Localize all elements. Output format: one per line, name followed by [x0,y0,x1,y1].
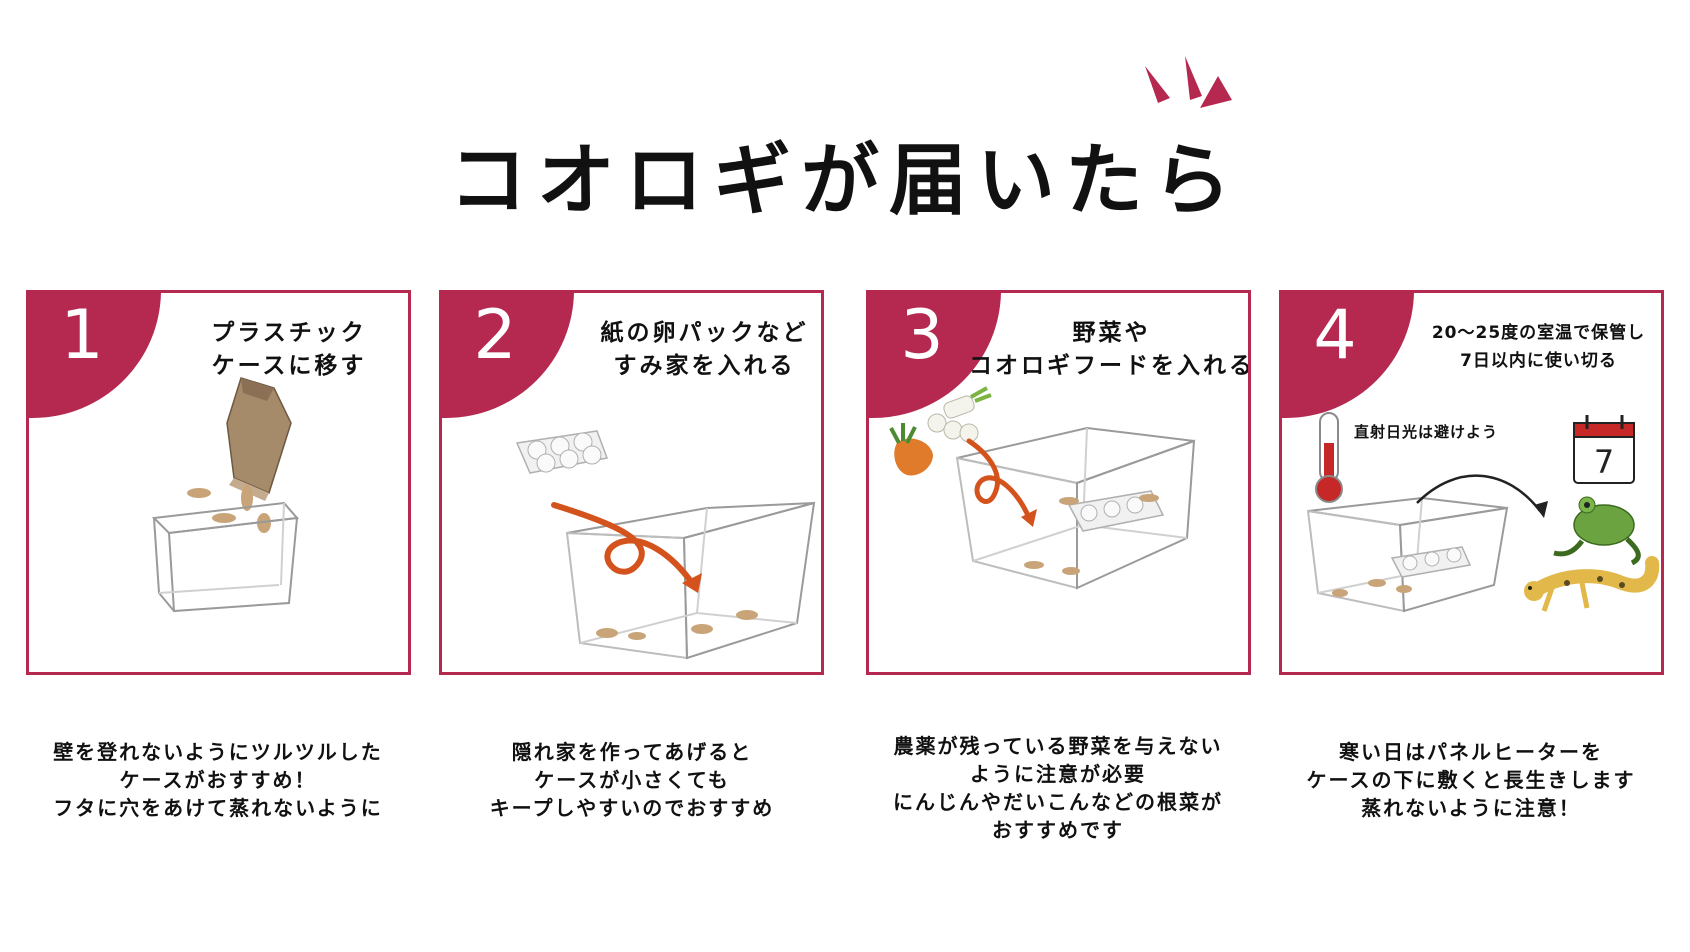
paper-bag-icon [226,377,292,501]
step-4-title: 20〜25度の室温で保管し 7日以内に使い切る [1410,319,1661,375]
step-1-title-line: プラスチック [211,320,367,346]
plastic-case-icon [151,501,299,613]
caption-line: ケースが小さくても [534,768,730,792]
step-4-illustration: 7 [1306,412,1660,613]
gecko-icon [1524,556,1660,612]
step-1-number: 1 [60,296,104,375]
step-2-title-line: すみ家を入れる [613,353,796,379]
plastic-case-icon [565,501,816,660]
caption-line: ケースがおすすめ！ [119,768,317,792]
step-3-badge: 3 [869,293,1001,418]
page-title: コオロギが届いたら [448,136,1241,226]
falling-cricket-icon [187,485,271,533]
daikon-icon [927,386,992,443]
calendar-icon: 7 [1573,415,1635,484]
step-3-illustration [889,386,1196,590]
caption-line: にんじんやだいこんなどの根菜が [893,790,1223,814]
step-1-illustration [151,377,299,613]
step-4-title-line: 7日以内に使い切る [1460,351,1617,371]
caption-line: 寒い日はパネルヒーターを [1339,740,1603,764]
step-3-caption: 農薬が残っている野菜を与えない ように注意が必要 にんじんやだいこんなどの根菜が… [843,732,1273,844]
cricket-icon [596,610,758,640]
step-2-number: 2 [473,296,517,375]
caption-line: フタに穴をあけて蒸れないように [53,796,383,820]
step-1-caption: 壁を登れないようにツルツルした ケースがおすすめ！ フタに穴をあけて蒸れないよう… [3,738,433,822]
step-2-title: 紙の卵パックなど すみ家を入れる [582,317,821,383]
caption-line: 蒸れないように注意！ [1361,796,1581,820]
egg-carton-icon [1390,546,1472,578]
caption-line: おすすめです [992,818,1124,842]
step-3-title: 野菜や コオロギフードを入れる [969,317,1251,383]
feed-arrow-icon [1416,474,1541,512]
step-2-title-line: 紙の卵パックなど [600,320,809,346]
caption-line: 隠れ家を作ってあげると [511,740,753,764]
egg-carton-icon [515,430,609,474]
caption-line: 農薬が残っている野菜を与えない [893,734,1223,758]
step-3-title-line: コオロギフードを入れる [969,353,1251,379]
arrow-head-icon [1534,501,1548,518]
emphasis-marks-icon [1145,56,1232,108]
calendar-day: 7 [1594,443,1614,481]
step-1-title: プラスチック ケースに移す [179,317,399,383]
frog-icon [1553,496,1641,566]
step-4-caption: 寒い日はパネルヒーターを ケースの下に敷くと長生きします 蒸れないように注意！ [1256,738,1686,822]
step-2-illustration [515,430,816,660]
step-3-panel: 3 野菜や コオロギフードを入れる [866,290,1251,675]
step-1-title-line: ケースに移す [211,353,367,379]
step-4-number: 4 [1313,296,1357,375]
egg-carton-icon [1067,490,1165,532]
step-4-title-line: 20〜25度の室温で保管し [1431,323,1646,343]
cricket-icon [1332,579,1412,597]
arrow-head-icon [682,573,702,593]
step-3-title-line: 野菜や [1072,320,1151,346]
caption-line: ように注意が必要 [970,762,1146,786]
carrot-icon [889,423,933,476]
sunlight-note: 直射日光は避けよう [1354,423,1499,441]
place-arrow-icon [551,502,695,586]
arrow-head-icon [1021,509,1037,527]
step-1-badge: 1 [29,293,161,418]
caption-line: 壁を登れないようにツルツルした [53,740,383,764]
plastic-case-icon [1306,496,1509,613]
step-4-panel: 4 20〜25度の室温で保管し 7日以内に使い切る 直射日光は避けよう 7 [1279,290,1664,675]
plastic-case-icon [955,426,1196,590]
cricket-icon [1024,494,1159,575]
caption-line: キープしやすいのでおすすめ [489,796,775,820]
step-1-panel: 1 プラスチック ケースに移す [26,290,411,675]
step-2-caption: 隠れ家を作ってあげると ケースが小さくても キープしやすいのでおすすめ [417,738,847,822]
thermometer-icon [1315,412,1343,503]
step-2-panel: 2 紙の卵パックなど すみ家を入れる [439,290,824,675]
place-arrow-icon [966,438,1032,521]
caption-line: ケースの下に敷くと長生きします [1306,768,1636,792]
step-3-number: 3 [900,296,944,375]
